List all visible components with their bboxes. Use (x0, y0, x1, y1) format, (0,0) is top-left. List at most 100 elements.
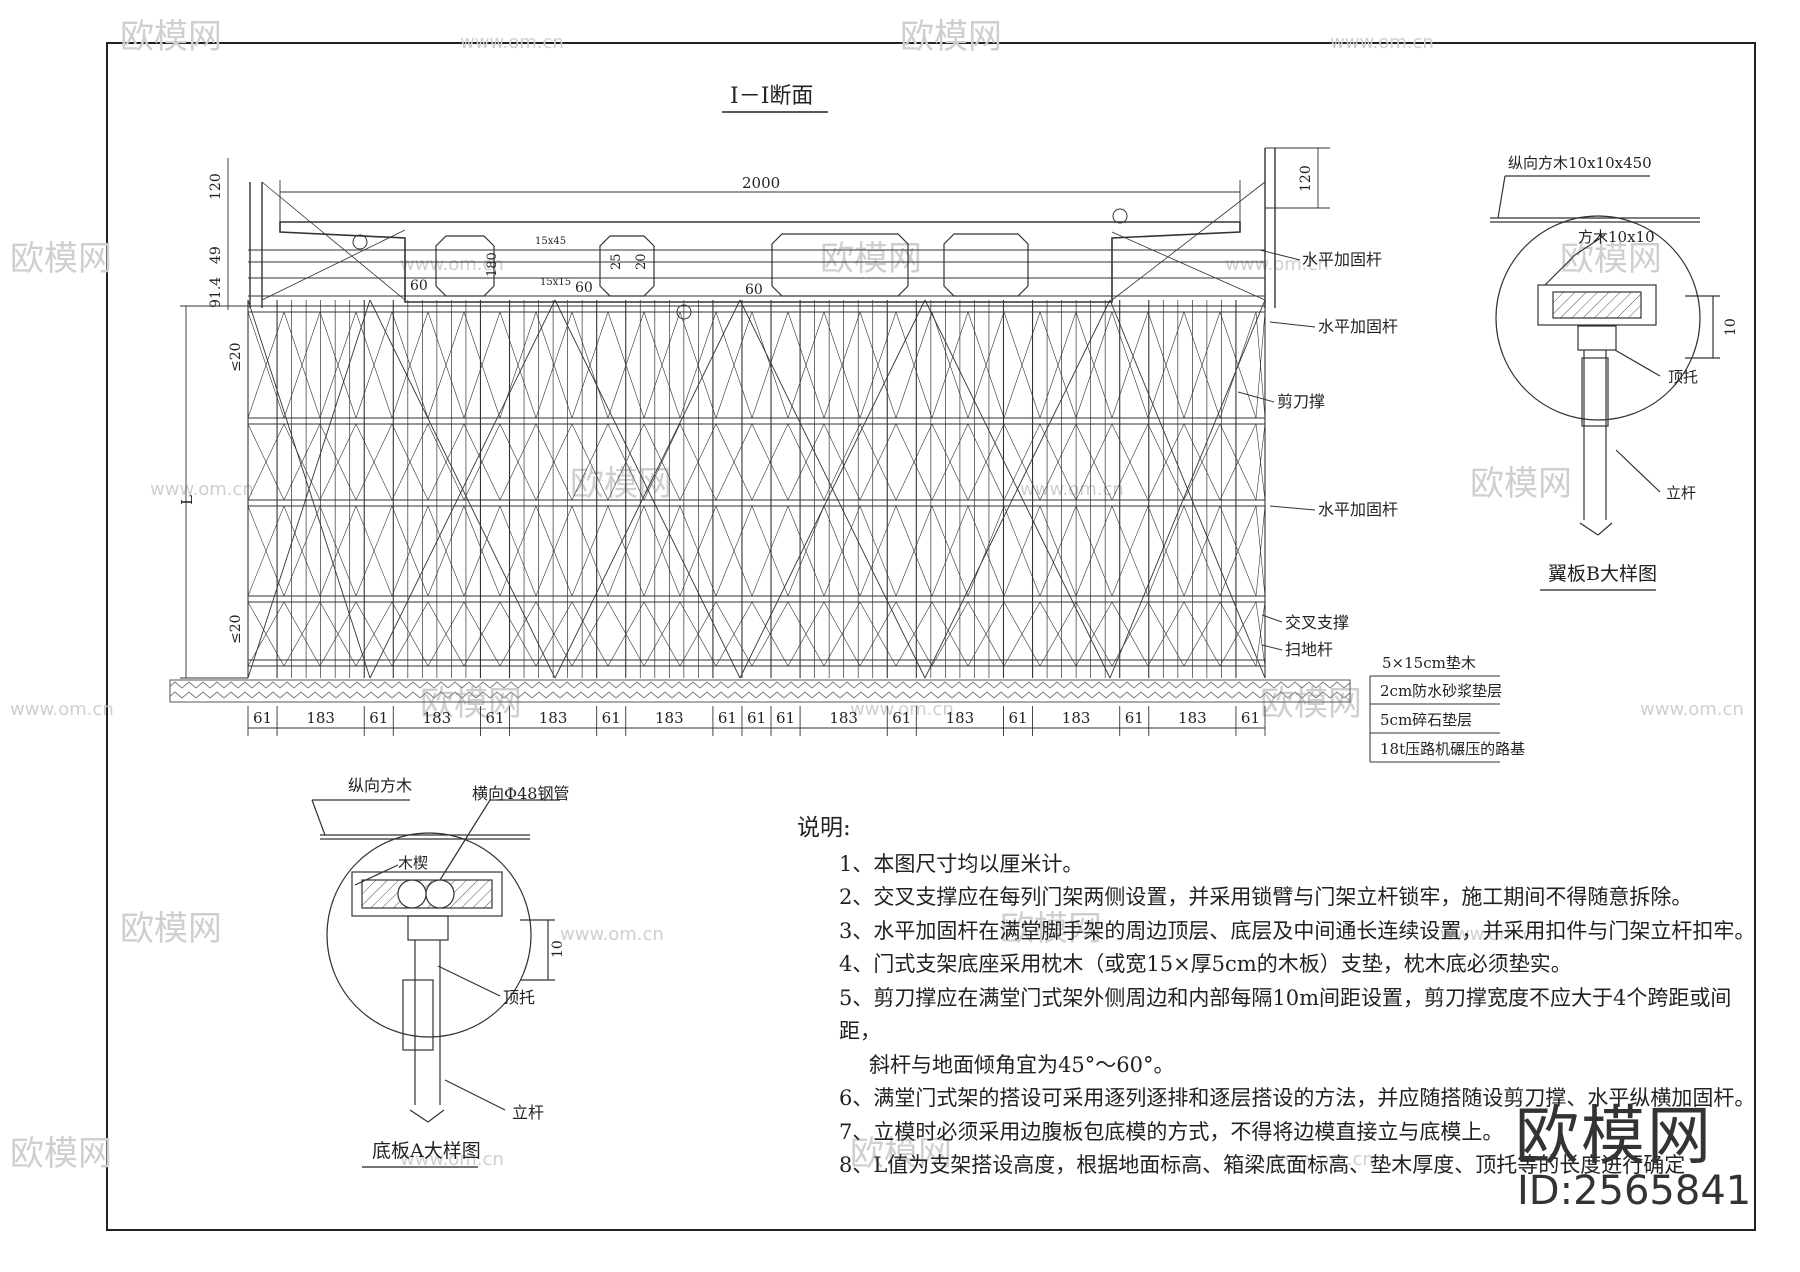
watermark-text: www.om.cn (1330, 32, 1434, 53)
lattice-brace (931, 505, 969, 597)
bottom-dim-label: 61 (1008, 709, 1027, 727)
note-item-5-cont: 斜杆与地面倾角宜为45°～60°。 (869, 1052, 1175, 1077)
watermark-text: 欧模网 (1470, 464, 1572, 504)
lattice-brace (283, 311, 321, 419)
notes-list: 1、本图尺寸均以厘米计。 2、交叉支撑应在每列门架两侧设置，并采用锁臂与门架立杆… (797, 848, 1757, 1183)
dim-le20-bot: ≤20 (228, 614, 244, 644)
lattice-brace (1219, 423, 1257, 501)
note-item-5: 5、剪刀撑应在满堂门式架外侧周边和内部每隔10m间距设置，剪刀撑宽度不应大于4个… (839, 985, 1732, 1044)
lattice-brace (391, 601, 429, 667)
lattice-brace (1039, 311, 1077, 419)
scissor-brace (369, 299, 556, 679)
lattice-brace (535, 423, 573, 501)
bottom-dim-label: 61 (253, 709, 272, 727)
watermark-text: 欧模网 (120, 909, 222, 949)
lattice-brace (751, 505, 789, 597)
lattice-brace (895, 601, 933, 667)
lattice-brace (895, 505, 933, 597)
watermark-text: www.om.cn (1225, 254, 1329, 275)
lattice-brace (355, 601, 393, 667)
watermark-text: www.om.cn (850, 699, 954, 720)
watermark-text: 欧模网 (850, 1134, 952, 1174)
lattice-brace (319, 311, 357, 419)
lattice-brace (535, 311, 573, 419)
callout-cross-brace: 交叉支撑 (1285, 613, 1349, 632)
brand-id: ID:2565841 (1517, 1168, 1752, 1214)
lattice-brace (643, 505, 681, 597)
detail-b-support-label: 顶托 (1668, 368, 1698, 386)
lattice-brace (1255, 505, 1266, 597)
bottom-dim-label: 61 (1241, 709, 1260, 727)
lattice-brace (787, 505, 825, 597)
bottom-dim-label: 61 (776, 709, 795, 727)
dim-le20-top: ≤20 (228, 342, 244, 372)
dim-span: 2000 (742, 174, 780, 192)
dim-L: L (178, 495, 196, 505)
wing-brace (261, 229, 406, 301)
watermark-text: 欧模网 (820, 239, 922, 279)
lattice-brace (643, 601, 681, 667)
lattice-brace (247, 311, 285, 419)
scissor-brace (247, 299, 371, 679)
lattice-brace (499, 423, 537, 501)
lattice-brace (427, 601, 465, 667)
layer-label-2: 5cm碎石垫层 (1380, 711, 1472, 729)
lattice-brace (427, 505, 465, 597)
watermark-text: www.om.cn (150, 479, 254, 500)
dim-right-top: 120 (1298, 165, 1314, 192)
lattice-brace (283, 601, 321, 667)
detail-a-dim: 10 (550, 940, 566, 958)
lattice-brace (715, 505, 753, 597)
layer-label-1: 2cm防水砂浆垫层 (1380, 682, 1502, 700)
lattice-brace (859, 505, 897, 597)
lattice-brace (1255, 423, 1266, 501)
lattice-brace (931, 311, 969, 419)
lattice-brace (1075, 311, 1113, 419)
layer-label-0: 5×15cm垫木 (1382, 654, 1476, 672)
lattice-brace (535, 601, 573, 667)
wing-brace (261, 181, 406, 301)
bottom-dim-label: 61 (747, 709, 766, 727)
watermark-text: 欧模网 (900, 17, 1002, 57)
lattice-brace (1147, 311, 1185, 419)
lattice-brace (1111, 311, 1149, 419)
lattice-brace (1219, 601, 1257, 667)
lattice-brace (1111, 505, 1149, 597)
watermark-text: 欧模网 (1560, 239, 1662, 279)
lattice-brace (1111, 601, 1149, 667)
callout-horizontal-brace-3: 水平加固杆 (1318, 500, 1398, 519)
lattice-brace (967, 423, 1005, 501)
bottom-dim-label: 61 (602, 709, 621, 727)
lattice-brace (679, 505, 717, 597)
watermark-text: www.om.cn (1020, 479, 1124, 500)
lattice-brace (607, 505, 645, 597)
watermark-text: 欧模网 (120, 17, 222, 57)
bottom-dim-label: 61 (369, 709, 388, 727)
lattice-brace (571, 311, 609, 419)
lattice-brace (571, 601, 609, 667)
bottom-dim-label: 61 (485, 709, 504, 727)
pipe-circle-left (352, 234, 368, 250)
wing-brace (1111, 231, 1266, 301)
ground-hatch (169, 679, 1351, 703)
lattice-brace (1039, 601, 1077, 667)
lattice-brace (1075, 423, 1113, 501)
lattice-brace (1183, 505, 1221, 597)
lattice-brace (1147, 505, 1185, 597)
dim-60a: 60 (410, 278, 428, 294)
detail-b-top-label: 纵向方木10x10x450 (1508, 154, 1652, 172)
notes-title: 说明: (797, 815, 851, 841)
lattice-brace (607, 311, 645, 419)
scissor-brace (739, 299, 926, 679)
dim-180: 180 (485, 252, 500, 277)
lattice-brace (787, 601, 825, 667)
lattice-brace (751, 311, 789, 419)
dim-91-4: 91.4 (208, 277, 224, 308)
dim-60c: 60 (745, 282, 763, 298)
lattice-brace (607, 601, 645, 667)
bottom-dim-label: 183 (1178, 709, 1207, 727)
lattice-brace (967, 505, 1005, 597)
lattice-brace (1003, 505, 1041, 597)
detail-b (1490, 175, 1720, 536)
